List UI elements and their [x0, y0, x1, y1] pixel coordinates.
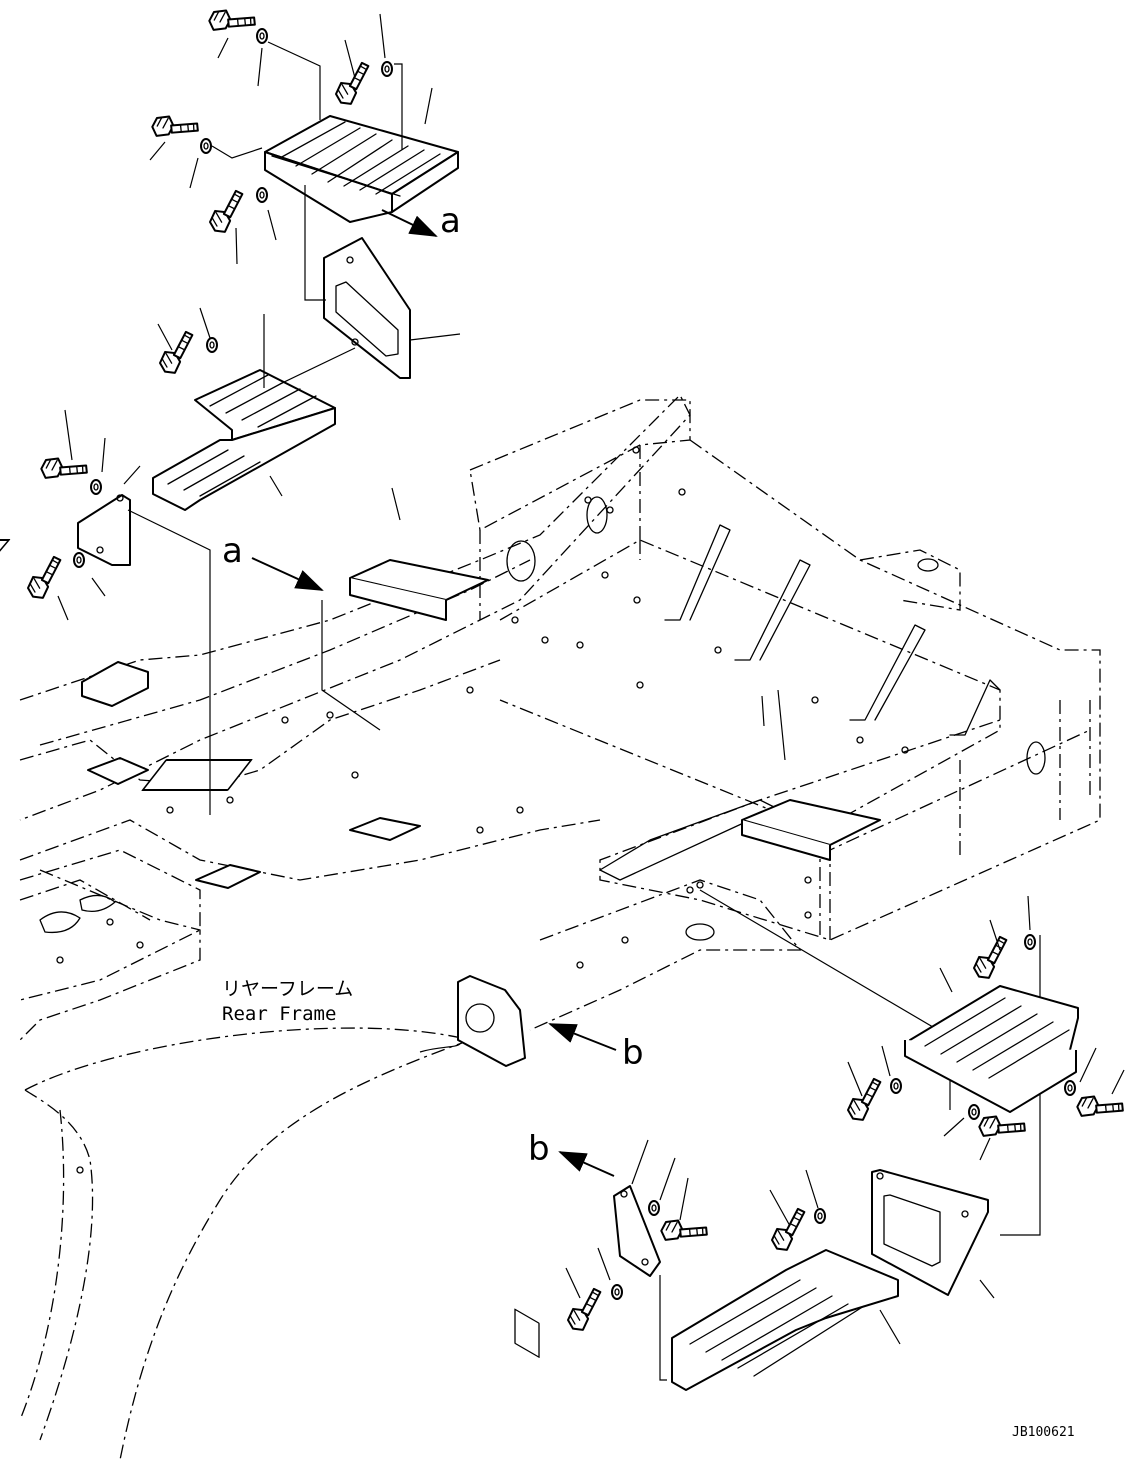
- rear-pivot-bracket: [457, 975, 540, 1358]
- rear-frame-outline: [19, 393, 1101, 1461]
- reference-arrows: [251, 209, 617, 1177]
- side-bracket-left: [77, 494, 131, 566]
- bottom-step-grating: [671, 1249, 899, 1391]
- upper-step-grating: [264, 115, 459, 223]
- drawing-id: JB100621: [1012, 1425, 1075, 1440]
- frame-bolt-holes: [56, 446, 909, 1174]
- arrow-a-mid-label: a: [222, 531, 243, 571]
- middle-step-grating: [152, 369, 336, 511]
- arrow-b-mid-label: b: [622, 1033, 644, 1073]
- arrow-a-top-label: a: [440, 201, 461, 241]
- arrow-b-low-label: b: [528, 1129, 550, 1169]
- frame-label-en: Rear Frame: [222, 1003, 336, 1025]
- mounting-slots: [0, 539, 253, 791]
- lower-step-grating: [904, 985, 1079, 1113]
- upper-leader-lines: [57, 13, 1041, 1381]
- side-bracket-right: [613, 1185, 661, 1277]
- lower-step-bracket: [871, 1169, 989, 1296]
- frame-bracket-pads: [81, 559, 881, 889]
- frame-ribs: [506, 496, 1046, 941]
- lower-leader-lines: [419, 689, 1125, 1345]
- frame-label-jp: リヤーフレーム: [222, 978, 353, 1000]
- upper-step-bracket: [323, 237, 411, 379]
